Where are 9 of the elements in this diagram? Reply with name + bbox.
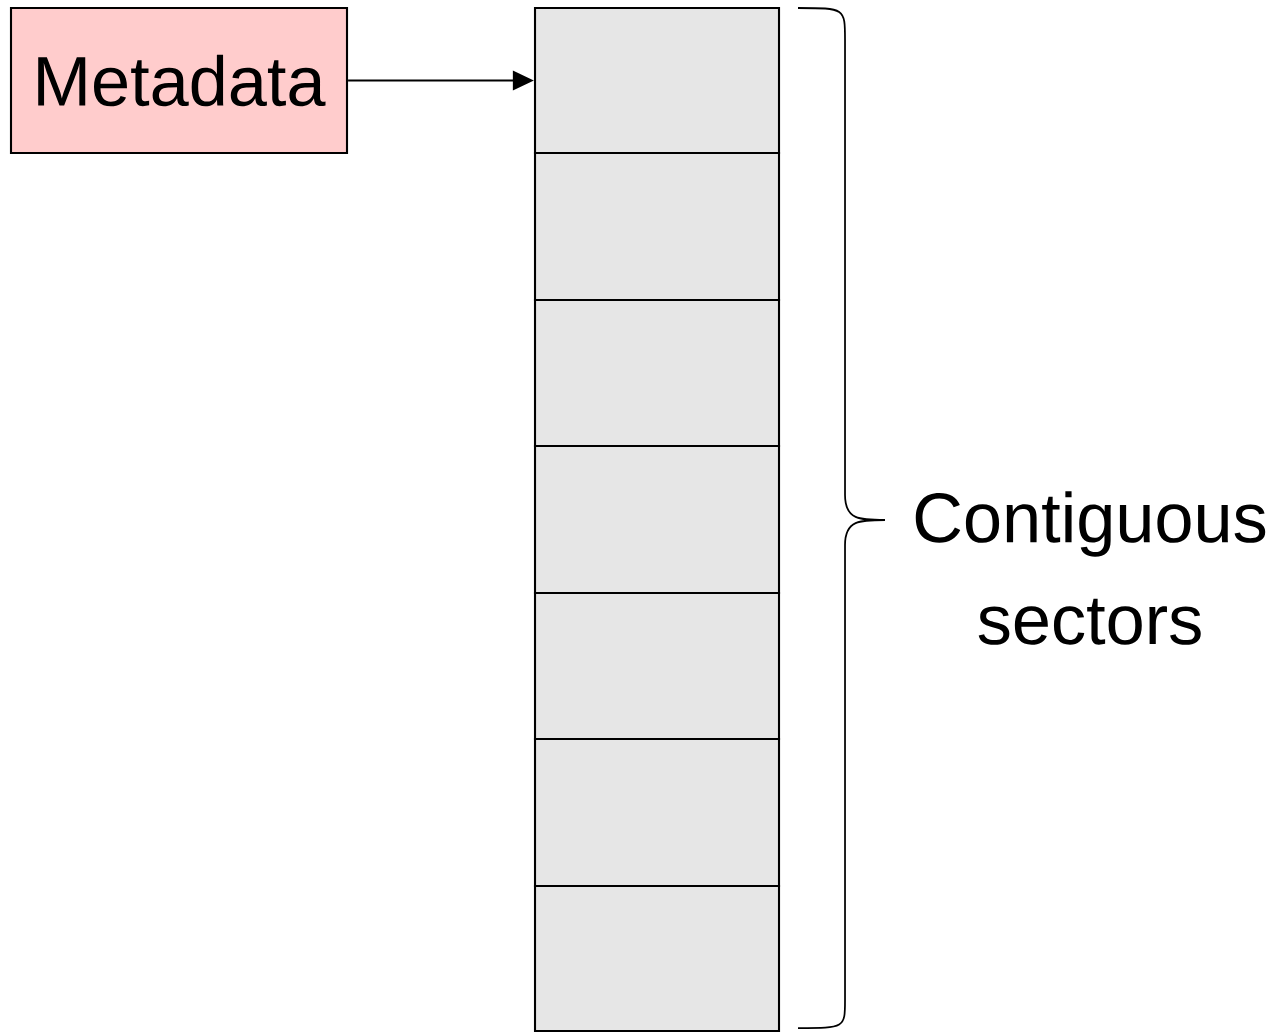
sector-box bbox=[533, 591, 781, 741]
sector-box bbox=[533, 298, 781, 448]
sector-box bbox=[533, 6, 781, 155]
sector-box bbox=[533, 151, 781, 302]
sector-box bbox=[533, 884, 781, 1032]
sector-box bbox=[533, 737, 781, 888]
brace-label: Contiguous sectors bbox=[915, 491, 1266, 645]
sector-box bbox=[533, 444, 781, 595]
process-box: Metadata bbox=[9, 6, 349, 155]
